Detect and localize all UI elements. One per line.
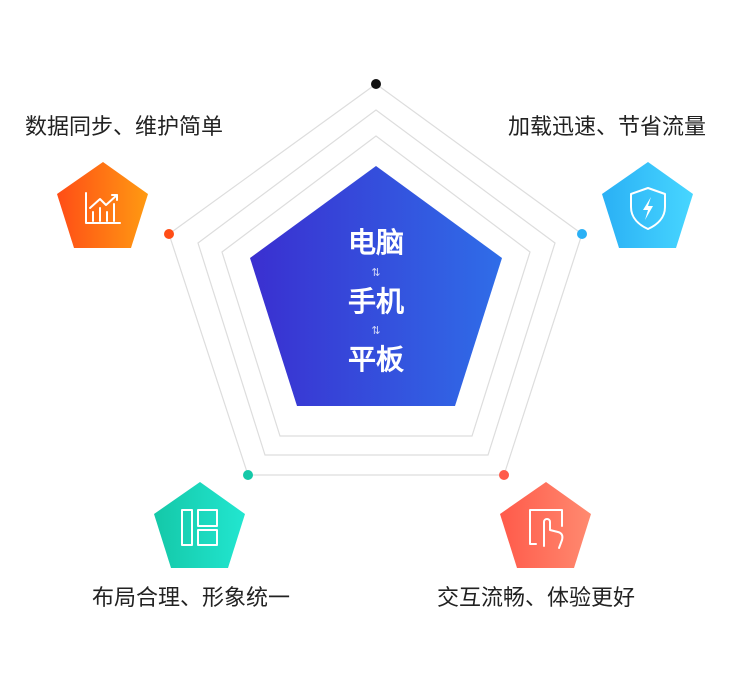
feature-badge-smooth	[500, 482, 591, 568]
vertex-dot-bottom-right	[499, 470, 509, 480]
center-pentagon	[250, 166, 502, 406]
radar-grid	[168, 83, 583, 476]
grid-ring-outer	[168, 83, 583, 476]
center-device-list: 电脑 ⇅ 手机 ⇅ 平板	[348, 226, 404, 376]
feature-label-layout: 布局合理、形象统一	[92, 586, 291, 611]
grid-ring-middle	[197, 109, 556, 456]
vertex-dot-top	[371, 79, 381, 89]
vertex-dot-left	[164, 229, 174, 239]
feature-label-sync: 数据同步、维护简单	[25, 115, 224, 140]
shield-lightning-icon	[630, 187, 666, 230]
tap-finger-icon	[529, 509, 564, 549]
device-tablet: 平板	[348, 343, 404, 376]
feature-label-fast: 加载迅速、节省流量	[508, 115, 707, 140]
feature-label-smooth: 交互流畅、体验更好	[437, 586, 636, 611]
vertex-dot-bottom-left	[243, 470, 253, 480]
feature-badge-layout	[154, 482, 245, 568]
grid-ring-inner	[221, 135, 531, 437]
layout-grid-icon	[181, 509, 218, 546]
device-computer: 电脑	[348, 226, 404, 259]
feature-badge-sync	[57, 162, 148, 248]
sync-arrow-2: ⇅	[371, 324, 380, 337]
device-phone: 手机	[348, 285, 404, 318]
feature-badge-fast	[602, 162, 693, 248]
vertex-dot-right	[577, 229, 587, 239]
chart-growth-icon	[85, 192, 121, 224]
sync-arrow-1: ⇅	[371, 266, 380, 279]
